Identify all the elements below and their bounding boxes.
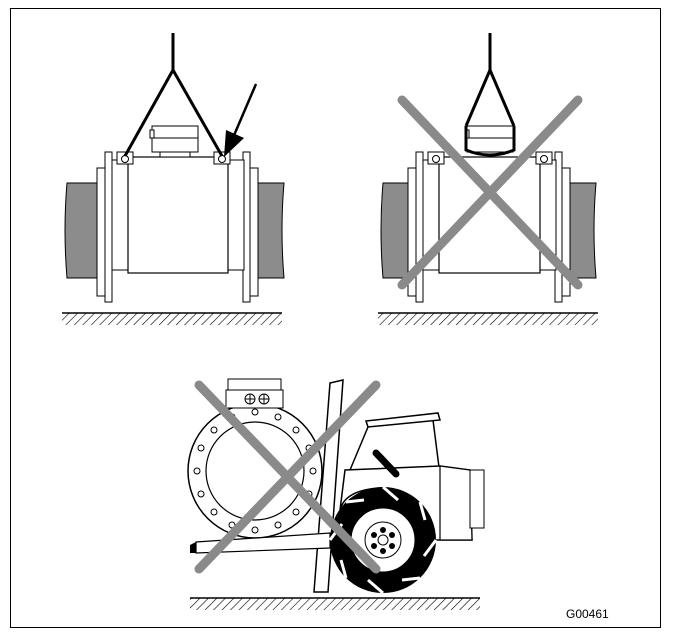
ground-hatch-3 — [190, 598, 480, 610]
pipe-left — [64, 182, 98, 279]
pipe-left-2 — [380, 182, 409, 279]
flange-right — [249, 167, 259, 297]
panel-correct-lifting — [62, 33, 285, 325]
terminal-box-2 — [466, 125, 514, 153]
ground-hatch-1 — [62, 313, 282, 325]
panel-lifting-by-housing — [378, 33, 598, 325]
forbidden-cross-2 — [194, 380, 381, 574]
meter-body — [127, 156, 229, 274]
terminal-box — [151, 125, 199, 153]
meter-body-2 — [438, 156, 541, 274]
pipe-right — [257, 182, 285, 279]
forbidden-cross-1 — [397, 95, 583, 290]
arrow-lifting-eye — [224, 83, 258, 157]
sling-on-housing — [464, 33, 516, 157]
panel-forklift-through-bore — [187, 378, 485, 610]
pipe-right-2 — [569, 182, 597, 279]
lifting-sling — [123, 33, 224, 157]
ground-hatch-2 — [378, 313, 598, 325]
figure-code: G00461 — [566, 607, 609, 621]
forklift-cab — [349, 412, 441, 476]
steering-wheel — [372, 449, 400, 478]
lifting-eye-left — [121, 155, 129, 163]
flange-left — [96, 167, 106, 297]
